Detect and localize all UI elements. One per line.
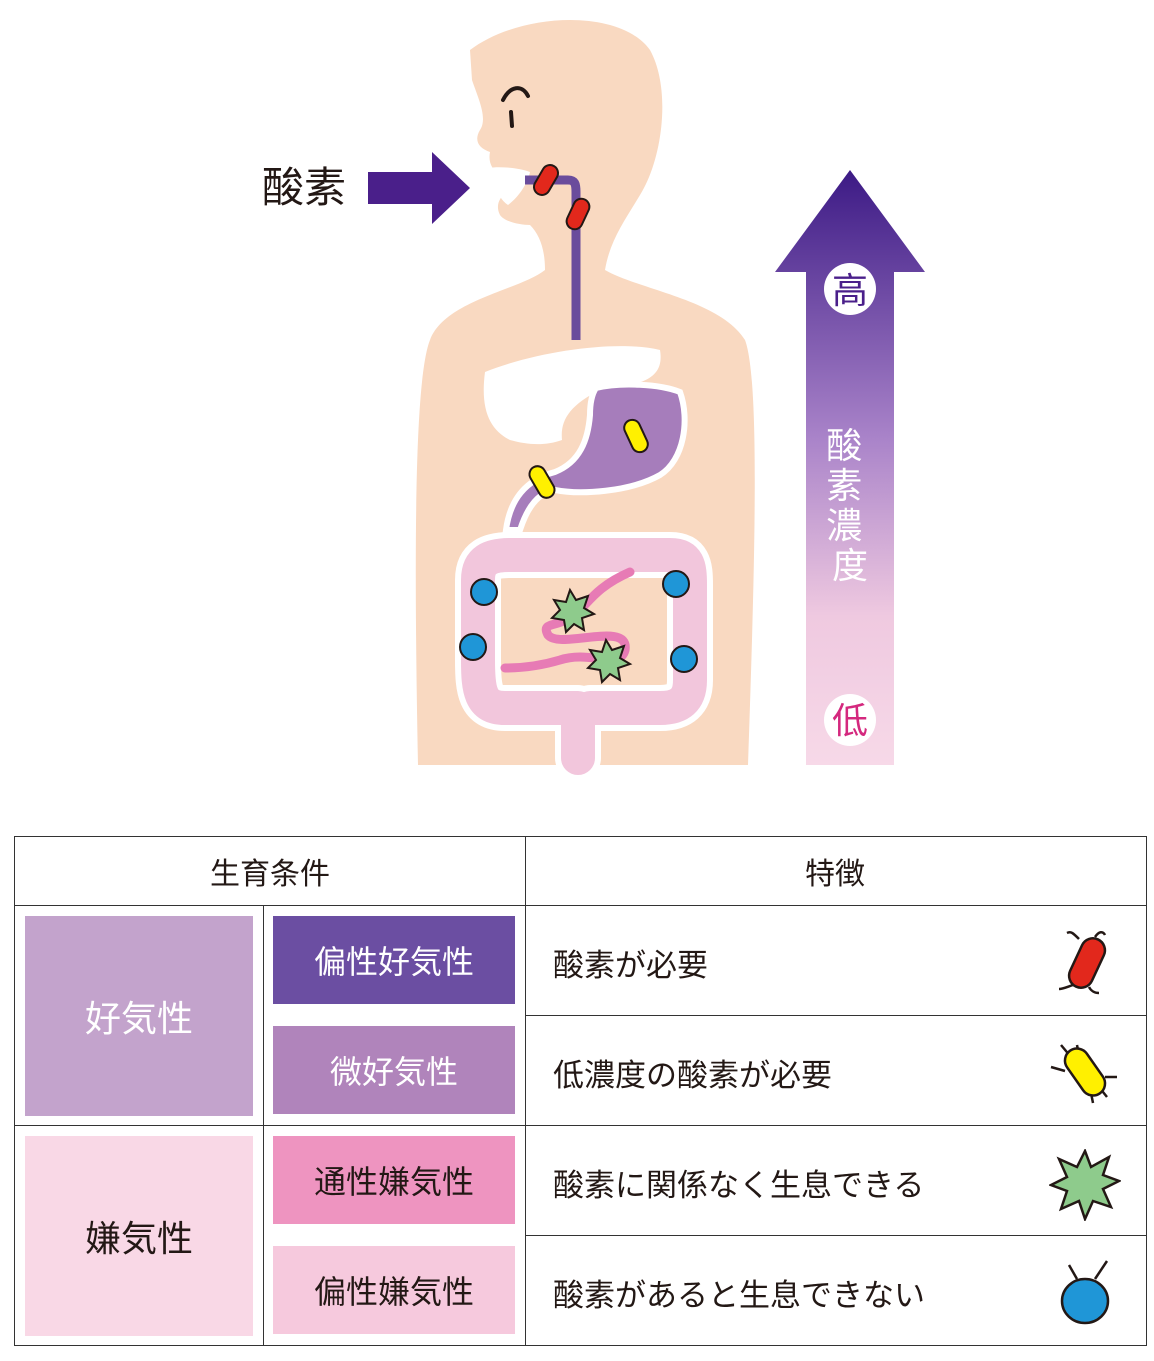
group-anaerobic: 嫌気性 (25, 1136, 253, 1336)
high-badge (824, 263, 876, 315)
feature-text: 酸素が必要 (553, 947, 708, 984)
blue-round-bacterium-icon (670, 645, 698, 673)
feature-text: 低濃度の酸素が必要 (553, 1057, 832, 1094)
sub-obligate-aerobe: 偏性好気性 (273, 916, 515, 1004)
header-feature: 特徴 (805, 857, 865, 892)
digestive-tract-figure: 酸素 高 酸 素 濃 度 低 (262, 19, 925, 775)
esophagus (525, 175, 581, 340)
low-badge (824, 694, 876, 746)
oxygen-arrow (368, 152, 470, 224)
yellow-bacterium-icon (1050, 1044, 1117, 1104)
blue-round-bacterium-icon (470, 578, 498, 606)
red-bacterium-icon (565, 197, 591, 231)
low-label: 低 (832, 701, 868, 742)
sub-microaerophile: 微好気性 (273, 1026, 515, 1114)
feature-text: 酸素に関係なく生息できる (553, 1167, 925, 1204)
feature-text: 酸素があると生息できない (553, 1277, 925, 1314)
eye (509, 110, 514, 128)
yellow-bacterium-icon (528, 465, 556, 499)
oxygen-label: 酸素 (262, 163, 346, 212)
sub-obligate-anaerobe: 偏性嫌気性 (273, 1246, 515, 1334)
group-aerobic: 好気性 (25, 916, 253, 1116)
red-bacterium-icon (1058, 931, 1107, 995)
green-spiky-bacterium-icon (1049, 1149, 1121, 1221)
high-label: 高 (832, 271, 868, 312)
yellow-bacterium-icon (623, 418, 649, 454)
blue-round-bacterium-icon (459, 633, 487, 661)
oxygen-concentration-arrow (775, 170, 925, 765)
green-spiky-bacterium-icon (549, 587, 597, 635)
mouth-opening (488, 167, 530, 205)
header-condition: 生育条件 (210, 857, 330, 892)
sub-facultative-anaerobe: 通性嫌気性 (273, 1136, 515, 1224)
growth-condition-table: 生育条件 特徴 好気性 嫌気性 偏性好気性 微好気性 通性嫌気性 偏性嫌気性 酸… (14, 836, 1147, 1346)
red-bacterium-icon (533, 164, 559, 196)
eyebrow (501, 86, 530, 102)
liver (483, 346, 661, 445)
large-intestine-fill (461, 538, 707, 775)
blue-round-bacterium-icon (662, 570, 690, 598)
green-spiky-bacterium-icon (585, 637, 633, 685)
blue-round-bacterium-icon (1060, 1260, 1110, 1325)
gradient-caption: 酸 素 濃 度 (826, 426, 873, 587)
